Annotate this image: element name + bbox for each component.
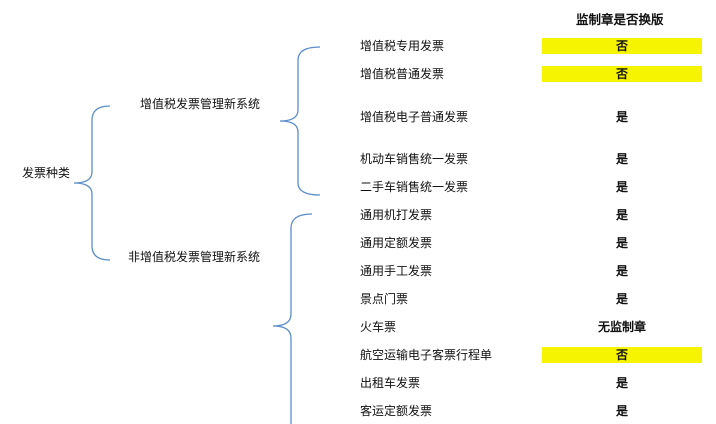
row-value-highlighted: 否 [542,38,702,54]
row-value: 是 [615,264,628,278]
row-name: 增值税普通发票 [360,67,445,81]
row-value-highlighted: 否 [542,66,702,82]
row-name: 通用手工发票 [360,264,433,278]
row-value: 是 [615,236,628,250]
row-value: 是 [615,404,628,418]
row-name: 出租车发票 [360,376,421,390]
row-value: 是 [615,110,628,124]
row-name: 增值税专用发票 [360,39,445,53]
row-name: 二手车销售统一发票 [360,180,469,194]
row-name: 机动车销售统一发票 [360,152,469,166]
row-name: 景点门票 [360,292,409,306]
row-name: 通用机打发票 [360,208,433,222]
row-name: 通用定额发票 [360,236,433,250]
group-label-non-vat: 非增值税发票管理新系统 [128,250,261,264]
group-1-bracket [279,46,321,196]
row-value: 是 [615,208,628,222]
row-name: 客运定额发票 [360,404,433,418]
row-value: 是 [615,292,628,306]
root-bracket [73,105,111,261]
row-name: 航空运输电子客票行程单 [360,348,493,362]
row-name: 增值税电子普通发票 [360,110,469,124]
row-name: 火车票 [360,320,397,334]
root-label: 发票种类 [22,166,71,180]
row-value: 无监制章 [597,320,646,334]
row-value: 是 [615,376,628,390]
group-2-bracket [272,213,313,424]
row-value: 是 [615,152,628,166]
group-label-vat: 增值税发票管理新系统 [140,97,261,111]
row-value-highlighted: 否 [542,347,702,363]
row-value: 是 [615,180,628,194]
column-header: 监制章是否换版 [576,12,664,27]
